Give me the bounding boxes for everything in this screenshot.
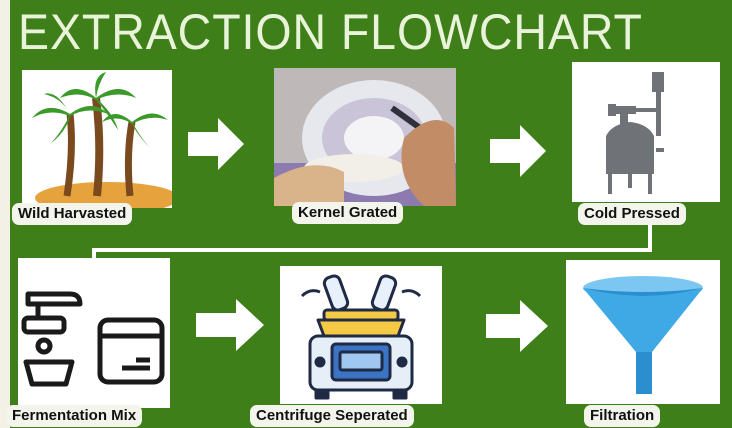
step-5-image xyxy=(280,266,442,404)
grating-photo xyxy=(274,68,456,206)
step-1-label: Wild Harvasted xyxy=(12,203,133,225)
step-5-label: Centrifuge Seperated xyxy=(250,405,414,427)
connector-line xyxy=(648,225,652,251)
step-3-label: Cold Pressed xyxy=(578,203,686,225)
step-6-label: Filtration xyxy=(584,405,661,427)
fermentation-kitchen-icon xyxy=(21,291,165,387)
palm-trees-icon xyxy=(32,72,172,208)
arrow-right-icon xyxy=(490,125,546,177)
step-6-image xyxy=(566,260,720,404)
step-3-image xyxy=(572,62,720,202)
arrow-right-icon xyxy=(486,300,548,352)
step-4-image xyxy=(18,258,170,408)
step-4-label: Fermentation Mix xyxy=(6,405,143,427)
arrow-right-icon xyxy=(188,118,244,170)
centrifuge-icon xyxy=(300,274,422,400)
connector-line xyxy=(92,248,96,260)
page-title: EXTRACTION FLOWCHART xyxy=(18,4,643,60)
step-2-image xyxy=(274,68,456,206)
step-2-label: Kernel Grated xyxy=(292,202,404,224)
funnel-icon xyxy=(583,276,703,394)
press-tank-icon xyxy=(606,72,664,194)
arrow-right-icon xyxy=(196,299,264,351)
step-1-image xyxy=(22,70,172,208)
connector-line xyxy=(92,248,652,252)
